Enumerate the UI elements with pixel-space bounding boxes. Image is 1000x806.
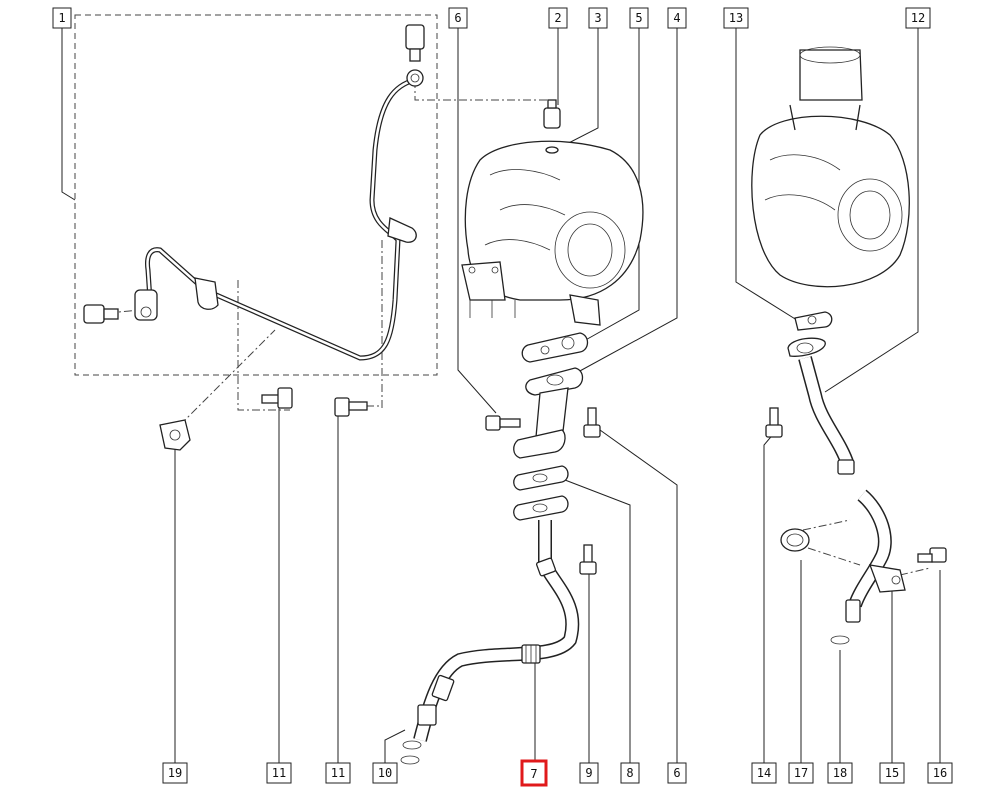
callout-19-label: 19 xyxy=(168,766,182,780)
callout-8: 8 xyxy=(620,762,640,784)
clip-19 xyxy=(159,419,191,451)
seal-washer-3 xyxy=(545,146,559,154)
callout-6-bottom: 6 xyxy=(667,762,687,784)
callout-6-top: 6 xyxy=(448,7,468,29)
hose-15 xyxy=(845,489,906,623)
bolt-16 xyxy=(917,547,947,563)
gasket-8b xyxy=(513,495,569,521)
callout-5: 5 xyxy=(629,7,649,29)
callout-15: 15 xyxy=(879,762,905,784)
hose-clamp-17 xyxy=(780,528,810,552)
callout-5-label: 5 xyxy=(635,11,642,25)
callout-10-label: 10 xyxy=(378,766,392,780)
callout-1-label: 1 xyxy=(58,11,65,25)
callout-2-label: 2 xyxy=(554,11,561,25)
callout-14: 14 xyxy=(751,762,777,784)
callout-9: 9 xyxy=(579,762,599,784)
callout-11-left: 11 xyxy=(266,762,292,784)
callout-12-label: 12 xyxy=(911,11,925,25)
callout-1: 1 xyxy=(52,7,72,29)
gasket-5 xyxy=(521,332,589,363)
callout-4: 4 xyxy=(667,7,687,29)
stud-9 xyxy=(579,544,597,575)
callout-15-label: 15 xyxy=(885,766,899,780)
o-ring-18 xyxy=(830,635,850,645)
callout-17: 17 xyxy=(788,762,814,784)
callout-6-bottom-label: 6 xyxy=(673,766,680,780)
callout-11-right: 11 xyxy=(325,762,351,784)
bolt-11a xyxy=(261,387,293,409)
callout-12: 12 xyxy=(905,7,931,29)
callout-2: 2 xyxy=(548,7,568,29)
callout-13: 13 xyxy=(723,7,749,29)
callout-3-label: 3 xyxy=(594,11,601,25)
banjo-union-2 xyxy=(543,99,561,129)
bolt-11b xyxy=(334,397,368,417)
callout-16: 16 xyxy=(927,762,953,784)
callout-11-right-label: 11 xyxy=(331,766,345,780)
oil-feed-pipe xyxy=(134,77,417,361)
turbocharger-right xyxy=(751,46,910,288)
callout-7-label: 7 xyxy=(530,767,537,781)
callout-18: 18 xyxy=(827,762,853,784)
banjo-bolt-top xyxy=(405,24,425,87)
oil-feed-pipe-group-box xyxy=(74,14,438,376)
callout-13-label: 13 xyxy=(729,11,743,25)
callout-3: 3 xyxy=(588,7,608,29)
callout-17-label: 17 xyxy=(794,766,808,780)
stud-6 xyxy=(583,407,601,438)
callout-6-top-label: 6 xyxy=(454,11,461,25)
callout-10: 10 xyxy=(372,762,398,784)
turbocharger-center xyxy=(461,140,644,326)
flange-elbow-4 xyxy=(513,367,584,459)
callout-14-label: 14 xyxy=(757,766,771,780)
callout-4-label: 4 xyxy=(673,11,680,25)
bolt-14 xyxy=(765,407,783,438)
gasket-8a xyxy=(513,465,569,491)
return-pipe-12 xyxy=(787,337,855,475)
bolt-6 xyxy=(485,415,521,431)
o-rings-10 xyxy=(400,740,422,765)
callout-9-label: 9 xyxy=(585,766,592,780)
callout-16-label: 16 xyxy=(933,766,947,780)
callout-11-left-label: 11 xyxy=(272,766,286,780)
banjo-bolt-left xyxy=(83,304,119,324)
oil-return-pipe xyxy=(413,520,580,742)
callout-19: 19 xyxy=(162,762,188,784)
callout-8-label: 8 xyxy=(626,766,633,780)
leader-lines xyxy=(61,28,941,763)
callout-18-label: 18 xyxy=(833,766,847,780)
gasket-13 xyxy=(794,311,833,331)
callout-7-highlighted: 7 xyxy=(520,759,548,787)
